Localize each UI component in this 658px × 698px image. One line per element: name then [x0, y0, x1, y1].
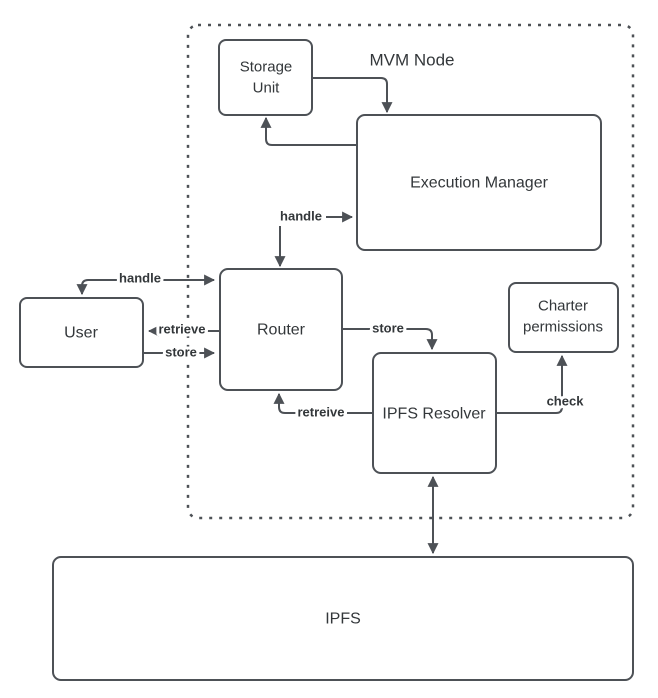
storage-unit-box — [218, 39, 313, 116]
ipfs-box — [52, 556, 634, 681]
ipfs-label: IPFS — [325, 611, 361, 628]
storage-unit-label-line1: Storage — [240, 59, 293, 76]
storage-unit-label-line2: Unit — [253, 80, 281, 97]
node-charter-permissions: Charter permissions — [508, 282, 619, 353]
router-box — [219, 268, 343, 391]
edge-handle-user-router-arrow — [76, 274, 216, 296]
edge-label-check: check — [547, 394, 585, 409]
node-user: User — [19, 297, 144, 368]
edge-store-router-to-resolver-arrow — [342, 328, 438, 351]
user-label: User — [64, 325, 98, 342]
execution-manager-label: Execution Manager — [410, 175, 549, 192]
edge-check-resolver-to-charter-arrow — [496, 354, 568, 414]
execution-manager-box — [356, 114, 602, 251]
edges — [76, 77, 568, 555]
edge-label-handle-top: handle — [280, 209, 322, 224]
user-box — [19, 297, 144, 368]
edge-label-handle-user: handle — [119, 271, 161, 286]
node-ipfs: IPFS — [52, 556, 634, 681]
mvm-node-boundary — [186, 23, 635, 520]
edge-retreive-resolver-to-router-arrow — [273, 392, 373, 414]
edge-storage-to-execution-arrow — [312, 77, 393, 114]
router-label: Router — [257, 322, 306, 339]
edge-label-store-user: store — [165, 345, 197, 360]
charter-permissions-label-line2: permissions — [523, 319, 603, 336]
edge-label-retrieve: retrieve — [159, 322, 206, 337]
charter-permissions-box — [508, 282, 619, 353]
charter-permissions-label-line1: Charter — [538, 298, 588, 315]
edge-label-store-resolver: store — [372, 321, 404, 336]
edge-execution-to-storage-arrow — [260, 116, 357, 146]
edge-labels: handle handle retrieve store store retre… — [116, 206, 587, 423]
mvm-node-label: MVM Node — [369, 51, 454, 70]
node-storage-unit: Storage Unit — [218, 39, 313, 116]
ipfs-resolver-label: IPFS Resolver — [382, 406, 486, 423]
node-ipfs-resolver: IPFS Resolver — [372, 352, 497, 474]
ipfs-resolver-box — [372, 352, 497, 474]
node-router: Router — [219, 268, 343, 391]
edge-label-retreive: retreive — [298, 405, 345, 420]
node-execution-manager: Execution Manager — [356, 114, 602, 251]
